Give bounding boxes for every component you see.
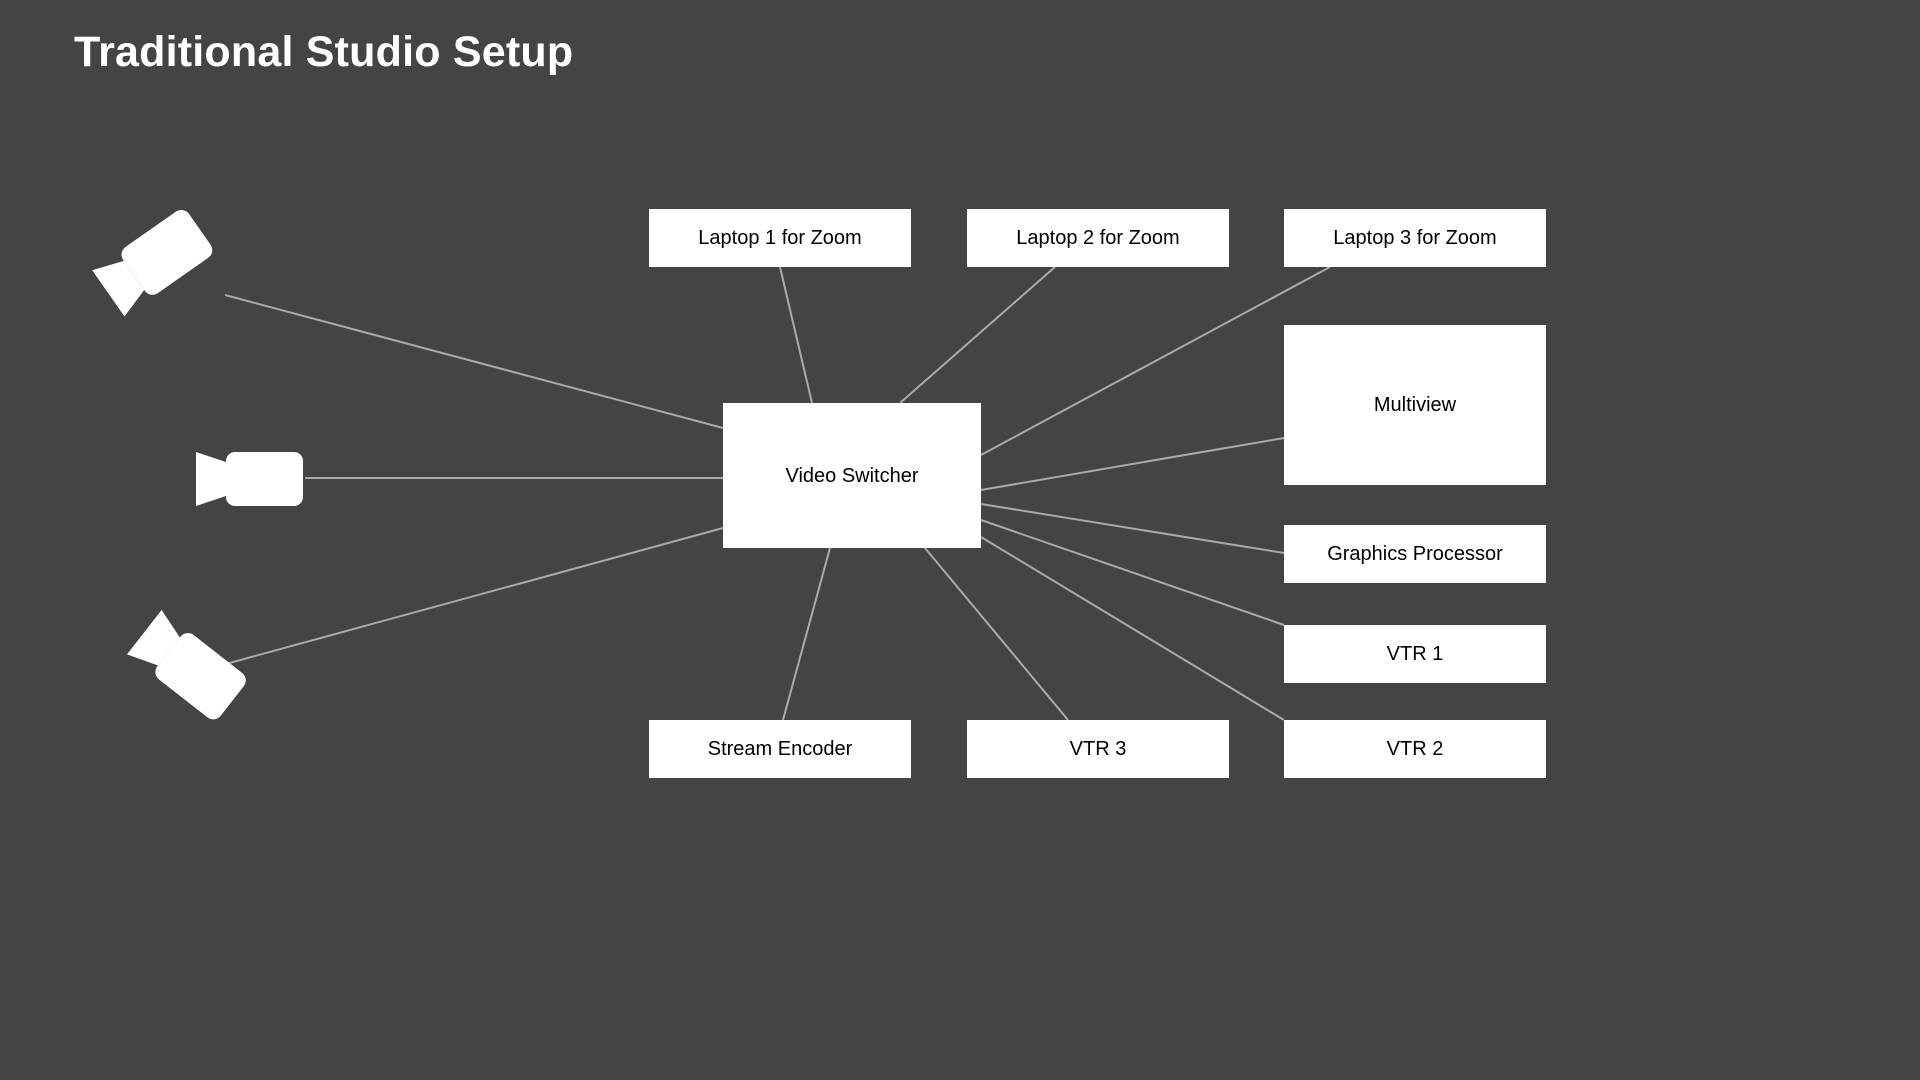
camera-glyph: [126, 610, 246, 720]
node-label: VTR 3: [1069, 738, 1127, 760]
camera-glyph: [196, 452, 303, 506]
node-vtr1[interactable]: VTR 1: [1284, 625, 1546, 683]
camera-icon-cam2[interactable]: [190, 450, 305, 508]
node-label: Laptop 2 for Zoom: [1016, 227, 1180, 249]
camera-glyph: [92, 209, 213, 317]
node-label: VTR 2: [1386, 738, 1444, 760]
node-laptop3[interactable]: Laptop 3 for Zoom: [1284, 209, 1546, 267]
node-label: Laptop 3 for Zoom: [1333, 227, 1497, 249]
node-switcher[interactable]: Video Switcher: [723, 403, 981, 548]
node-label: Video Switcher: [785, 464, 919, 487]
node-laptop1[interactable]: Laptop 1 for Zoom: [649, 209, 911, 267]
node-label: Multiview: [1373, 394, 1457, 416]
node-vtr3[interactable]: VTR 3: [967, 720, 1229, 778]
camera-icon-cam1[interactable]: [86, 203, 246, 360]
node-label: Stream Encoder: [707, 738, 853, 760]
node-label: Laptop 1 for Zoom: [698, 227, 862, 249]
node-label: VTR 1: [1386, 643, 1444, 665]
node-laptop2[interactable]: Laptop 2 for Zoom: [967, 209, 1229, 267]
node-label: Graphics Processor: [1327, 543, 1503, 565]
node-multiview[interactable]: Multiview: [1284, 325, 1546, 485]
node-vtr2[interactable]: VTR 2: [1284, 720, 1546, 778]
node-graphics[interactable]: Graphics Processor: [1284, 525, 1546, 583]
node-encoder[interactable]: Stream Encoder: [649, 720, 911, 778]
camera-icon-cam3[interactable]: [91, 605, 252, 764]
page-title: Traditional Studio Setup: [74, 28, 574, 76]
